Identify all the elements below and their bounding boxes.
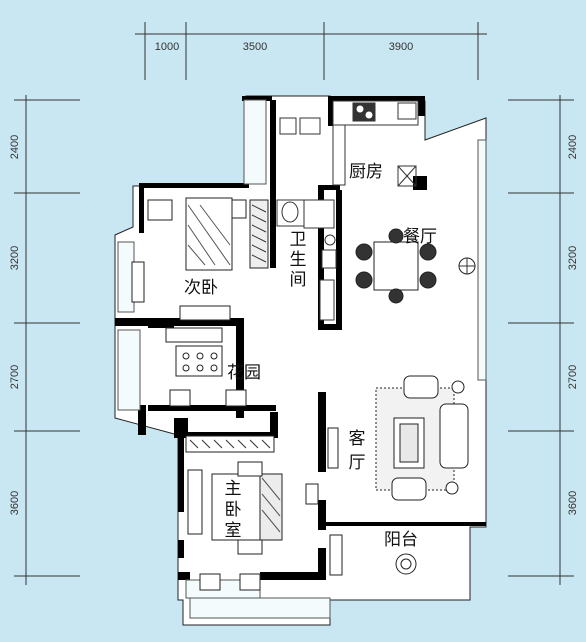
walls bbox=[115, 96, 486, 580]
top-dimension-line bbox=[135, 22, 487, 80]
second-bedroom-furniture bbox=[131, 197, 269, 303]
kitchen-fixtures bbox=[279, 100, 419, 187]
garden-furniture bbox=[165, 305, 247, 407]
left-dim-1: 2400 bbox=[9, 135, 21, 159]
bathroom-fixtures bbox=[276, 199, 337, 321]
top-dim-2: 3500 bbox=[243, 41, 267, 53]
room-label-living-2: 厅 bbox=[349, 453, 366, 473]
top-dim-1: 1000 bbox=[155, 41, 179, 53]
right-dim-1: 2400 bbox=[567, 135, 579, 159]
room-label-dining: 餐厅 bbox=[403, 227, 437, 247]
left-dim-2: 3200 bbox=[9, 246, 21, 270]
room-label-bathroom-2: 生 bbox=[290, 250, 307, 270]
room-label-kitchen: 厨房 bbox=[349, 162, 383, 182]
room-label-garden: 花园 bbox=[227, 363, 261, 383]
balcony-fixtures bbox=[329, 534, 417, 576]
master-bedroom-furniture bbox=[185, 435, 319, 591]
room-label-balcony: 阳台 bbox=[384, 530, 418, 550]
right-dim-2: 3200 bbox=[567, 246, 579, 270]
left-dim-3: 2700 bbox=[9, 365, 21, 389]
left-dim-4: 3600 bbox=[9, 491, 21, 515]
room-label-master-3: 室 bbox=[225, 521, 242, 541]
right-dimension-line bbox=[508, 95, 574, 585]
room-label-bathroom-1: 卫 bbox=[290, 230, 307, 250]
dining-set bbox=[355, 228, 437, 304]
right-dim-4: 3600 bbox=[567, 491, 579, 515]
plant-dining bbox=[458, 257, 476, 275]
floor-area bbox=[114, 95, 487, 626]
right-dim-3: 2700 bbox=[567, 365, 579, 389]
top-dim-3: 3900 bbox=[389, 41, 413, 53]
room-label-master-1: 主 bbox=[225, 479, 242, 499]
room-label-living: 客 bbox=[349, 429, 366, 449]
left-dimension-line bbox=[14, 95, 80, 585]
room-label-bathroom-3: 间 bbox=[290, 270, 307, 290]
room-label-second-bedroom: 次卧 bbox=[184, 278, 218, 298]
living-room-furniture bbox=[327, 375, 469, 501]
room-label-master-2: 卧 bbox=[225, 500, 242, 520]
